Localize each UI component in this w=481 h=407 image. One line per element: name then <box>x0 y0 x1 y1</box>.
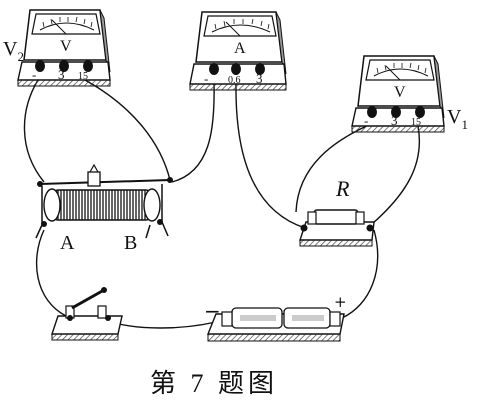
wire-v2-15-to-rheostat-b <box>84 79 171 181</box>
switch <box>51 287 123 341</box>
switch-terminal-right <box>105 315 111 321</box>
ammeter-dial <box>203 15 277 37</box>
terminal-neg <box>35 60 45 72</box>
wire-resistor-to-battery-pos <box>341 229 379 319</box>
resistor-terminal-right <box>366 224 374 232</box>
wire-switch-to-rheostat-a <box>35 229 67 317</box>
voltmeter-v2-dial-symbol: V <box>60 38 72 55</box>
voltmeter-v1-dial <box>365 59 435 81</box>
resistor <box>299 209 375 247</box>
rheostat <box>35 163 173 239</box>
ammeter-terminals <box>209 63 265 75</box>
terminal-15 <box>83 60 93 72</box>
ammeter-needle <box>225 21 241 37</box>
voltmeter-v2-terminal-15-label: 15 <box>78 71 88 82</box>
rheostat-coil <box>53 189 151 221</box>
voltmeter-v1-name: V1 <box>447 106 468 132</box>
voltmeter-v2: V - 3 15 <box>17 9 111 87</box>
voltmeter-v1-dial-symbol: V <box>394 84 406 101</box>
switch-terminal-left <box>67 315 73 321</box>
voltmeter-v2-terminal-3-label: 3 <box>58 67 65 82</box>
rheostat-terminal-top-right <box>167 177 173 183</box>
wire-v2-neg-to-rheostat-a <box>23 79 45 183</box>
wire-ammeter-06-to-resistor <box>235 81 306 229</box>
voltmeter-v2-name: V2 <box>3 38 24 64</box>
voltmeter-v1: V - 3 15 <box>351 55 445 133</box>
terminal-3 <box>59 60 69 72</box>
rheostat-terminal-top-left <box>37 181 43 187</box>
voltmeter-v1-terminal-neg-label: - <box>364 113 368 128</box>
battery-positive-label: + <box>334 293 347 311</box>
switch-blade <box>71 288 105 310</box>
terminal-0.6 <box>231 63 241 75</box>
resistor-label: R <box>335 176 350 201</box>
ammeter-terminal-06-label: 0.6 <box>228 75 241 86</box>
voltmeter-v2-terminals <box>35 60 93 72</box>
voltmeter-v2-dial <box>31 13 101 35</box>
ammeter-terminal-3-label: 3 <box>256 71 263 86</box>
wire-rheostat-to-ammeter <box>171 83 215 183</box>
terminal-3 <box>255 63 265 75</box>
figure-caption: 第 7 题图 <box>150 369 278 398</box>
voltmeter-v1-needle <box>385 65 401 81</box>
resistor-terminal-left <box>300 224 308 232</box>
voltmeter-v1-terminal-3-label: 3 <box>391 113 398 128</box>
battery <box>206 307 345 342</box>
voltmeter-v1-terminal-15-label: 15 <box>411 117 421 128</box>
terminal-neg <box>367 106 377 118</box>
voltmeter-v2-needle <box>51 19 67 35</box>
rheostat-end-a-label: A <box>60 232 75 254</box>
rheostat-terminal-b <box>157 219 163 225</box>
rheostat-end-b-label: B <box>124 232 137 254</box>
ammeter-dial-symbol: A <box>234 40 246 57</box>
terminal-15 <box>415 106 425 118</box>
rheostat-terminal-a <box>41 221 47 227</box>
wire-battery-neg-to-switch <box>109 321 217 329</box>
wire-v1-15-to-resistor <box>371 125 420 225</box>
battery-negative-label: − <box>204 299 221 323</box>
rheostat-slider <box>87 171 101 187</box>
voltmeter-v2-terminal-neg-label: - <box>32 67 36 82</box>
ammeter-terminal-neg-label: - <box>204 71 208 86</box>
wire-v1-neg-to-resistor <box>295 123 372 213</box>
terminal-3 <box>391 106 401 118</box>
resistor-body <box>313 209 359 225</box>
voltmeter-v1-terminals <box>367 106 425 118</box>
ammeter: A - 0.6 3 <box>189 11 287 91</box>
terminal-neg <box>209 63 219 75</box>
